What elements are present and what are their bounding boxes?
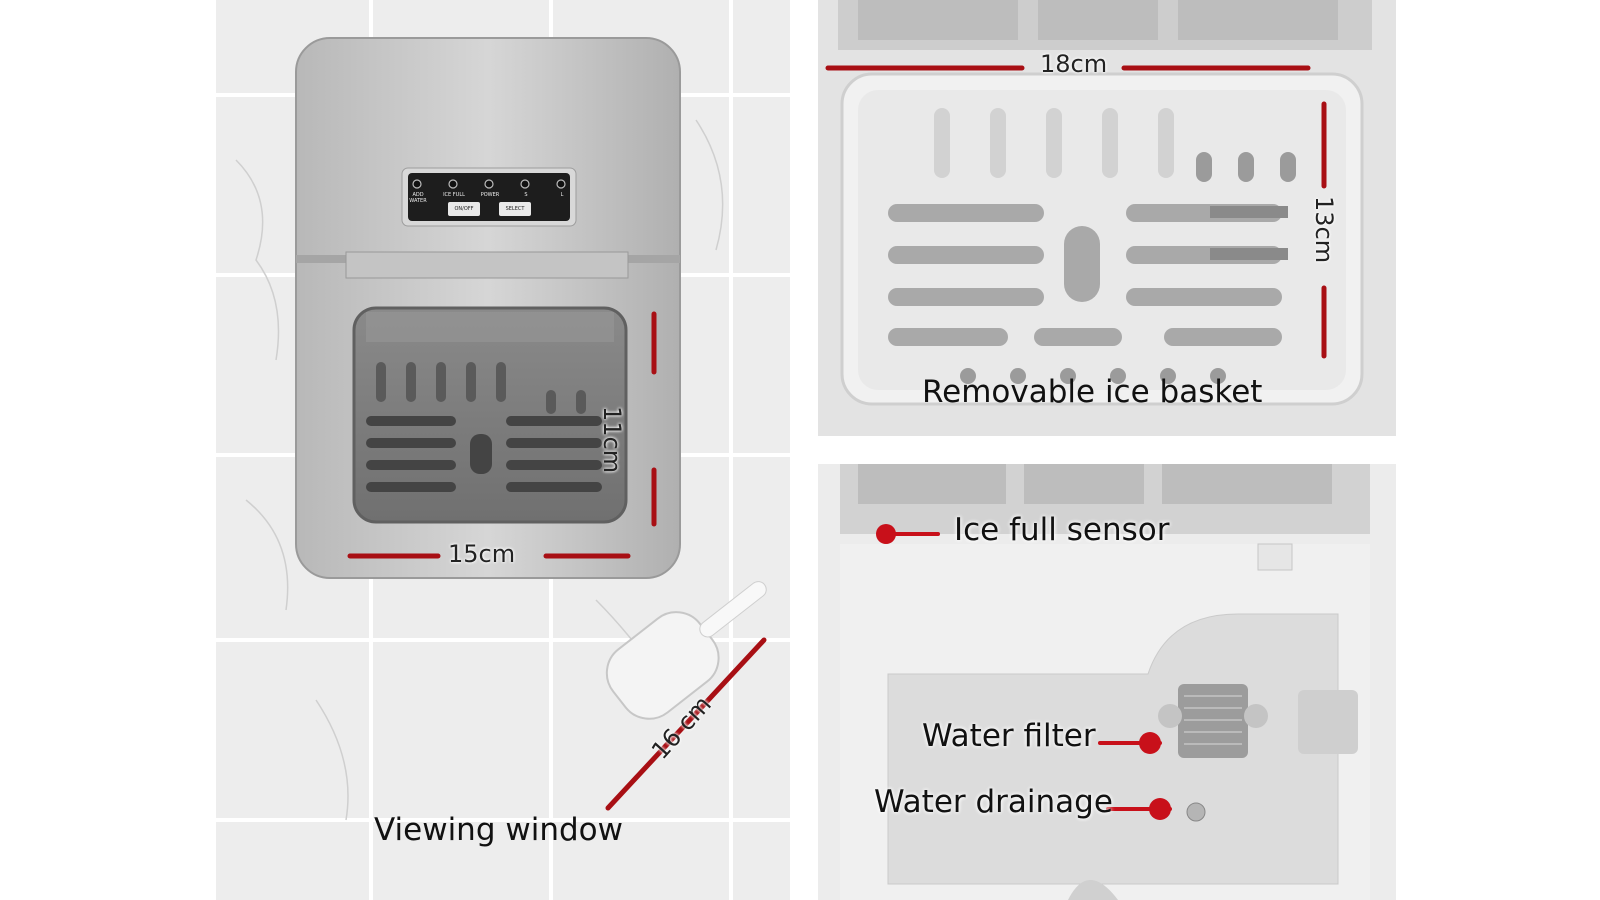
ice-maker-interior-photo: Ice full sensor Water filter Water drain…: [818, 464, 1396, 900]
indicator-label-add-water: ADD WATER: [409, 192, 427, 204]
window-width-label: 15cm: [448, 540, 516, 568]
basket-height-label: 13cm: [1310, 196, 1338, 264]
window-height-label: 11cm: [598, 406, 626, 474]
ice-basket-illustration: [818, 0, 1396, 436]
indicator-label-small: S: [524, 192, 528, 198]
ice-maker-front-photo: ADD WATER ICE FULL POWER S L ON/OFF SELE…: [216, 0, 790, 900]
ice-basket-photo: 18cm 13cm Removable ice basket: [818, 0, 1396, 436]
on-off-button-label: ON/OFF: [454, 206, 474, 212]
indicator-label-power: POWER: [480, 192, 500, 198]
basket-width-label: 18cm: [1040, 50, 1108, 78]
indicator-label-large: L: [560, 192, 564, 198]
removable-ice-basket-caption: Removable ice basket: [922, 374, 1263, 410]
ice-full-sensor-callout: Ice full sensor: [954, 512, 1170, 548]
select-button-label: SELECT: [505, 206, 525, 212]
ice-maker-front-illustration: [216, 0, 790, 900]
ice-maker-interior-illustration: [818, 464, 1396, 900]
water-drainage-callout: Water drainage: [874, 784, 1113, 820]
indicator-label-ice-full: ICE FULL: [443, 192, 465, 198]
water-filter-callout: Water filter: [922, 718, 1096, 754]
viewing-window-caption: Viewing window: [374, 812, 623, 848]
